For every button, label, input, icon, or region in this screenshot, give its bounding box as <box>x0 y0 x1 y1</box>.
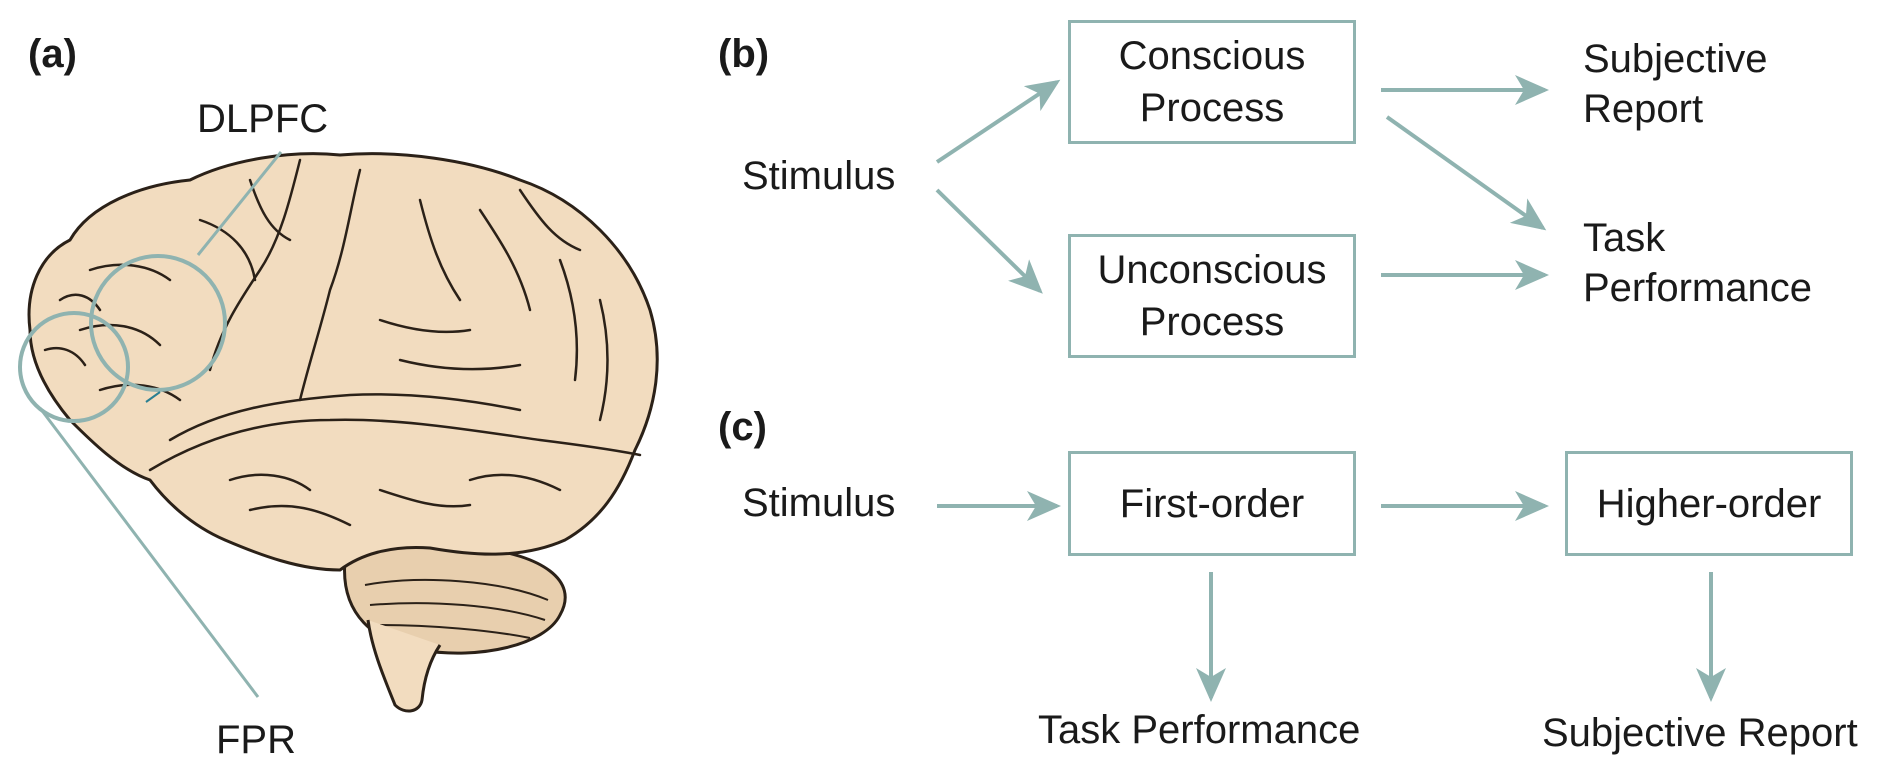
region-markers <box>18 151 283 698</box>
arrow-stim-to-unconscious <box>935 188 1043 294</box>
conscious-process-box: Conscious Process <box>1068 20 1356 144</box>
unconscious-process-box: Unconscious Process <box>1068 234 1356 358</box>
dlpfc-circle <box>89 254 227 392</box>
task-line-1: Task <box>1583 216 1666 260</box>
panel-b-label: (b) <box>718 32 770 76</box>
unconscious-line-2: Process <box>1139 300 1285 344</box>
stimulus-label-c: Stimulus <box>742 481 896 525</box>
conscious-line-1: Conscious <box>1118 34 1306 78</box>
task-performance-label-c: Task Performance <box>1038 708 1361 752</box>
dlpfc-label: DLPFC <box>197 97 329 141</box>
arrow-conscious-to-task <box>1385 115 1547 231</box>
fpr-label: FPR <box>216 718 296 762</box>
panel-b-arrows <box>935 75 1549 294</box>
task-line-2: Performance <box>1583 266 1812 310</box>
panel-c-arrows <box>937 491 1726 702</box>
subjective-line-1: Subjective <box>1583 37 1768 81</box>
task-performance-label-b: Task Performance <box>1583 213 1812 313</box>
stimulus-label-b: Stimulus <box>742 154 896 198</box>
subjective-report-label-b: Subjective Report <box>1583 34 1768 134</box>
dlpfc-leader <box>196 151 283 256</box>
unconscious-line-1: Unconscious <box>1097 248 1327 292</box>
subjective-report-label-c: Subjective Report <box>1542 711 1858 755</box>
panel-a-label: (a) <box>28 32 77 76</box>
panel-c-label: (c) <box>718 405 767 449</box>
brainstem <box>366 619 442 713</box>
higher-order-box: Higher-order <box>1565 451 1853 556</box>
arrow-stim-to-conscious <box>935 79 1061 164</box>
first-order-box: First-order <box>1068 451 1356 556</box>
conscious-line-2: Process <box>1139 86 1285 130</box>
fpr-circle <box>18 311 130 423</box>
subjective-line-2: Report <box>1583 87 1704 131</box>
cerebrum <box>27 152 659 572</box>
fpr-leader <box>38 407 260 698</box>
brain-illustration <box>27 152 659 713</box>
